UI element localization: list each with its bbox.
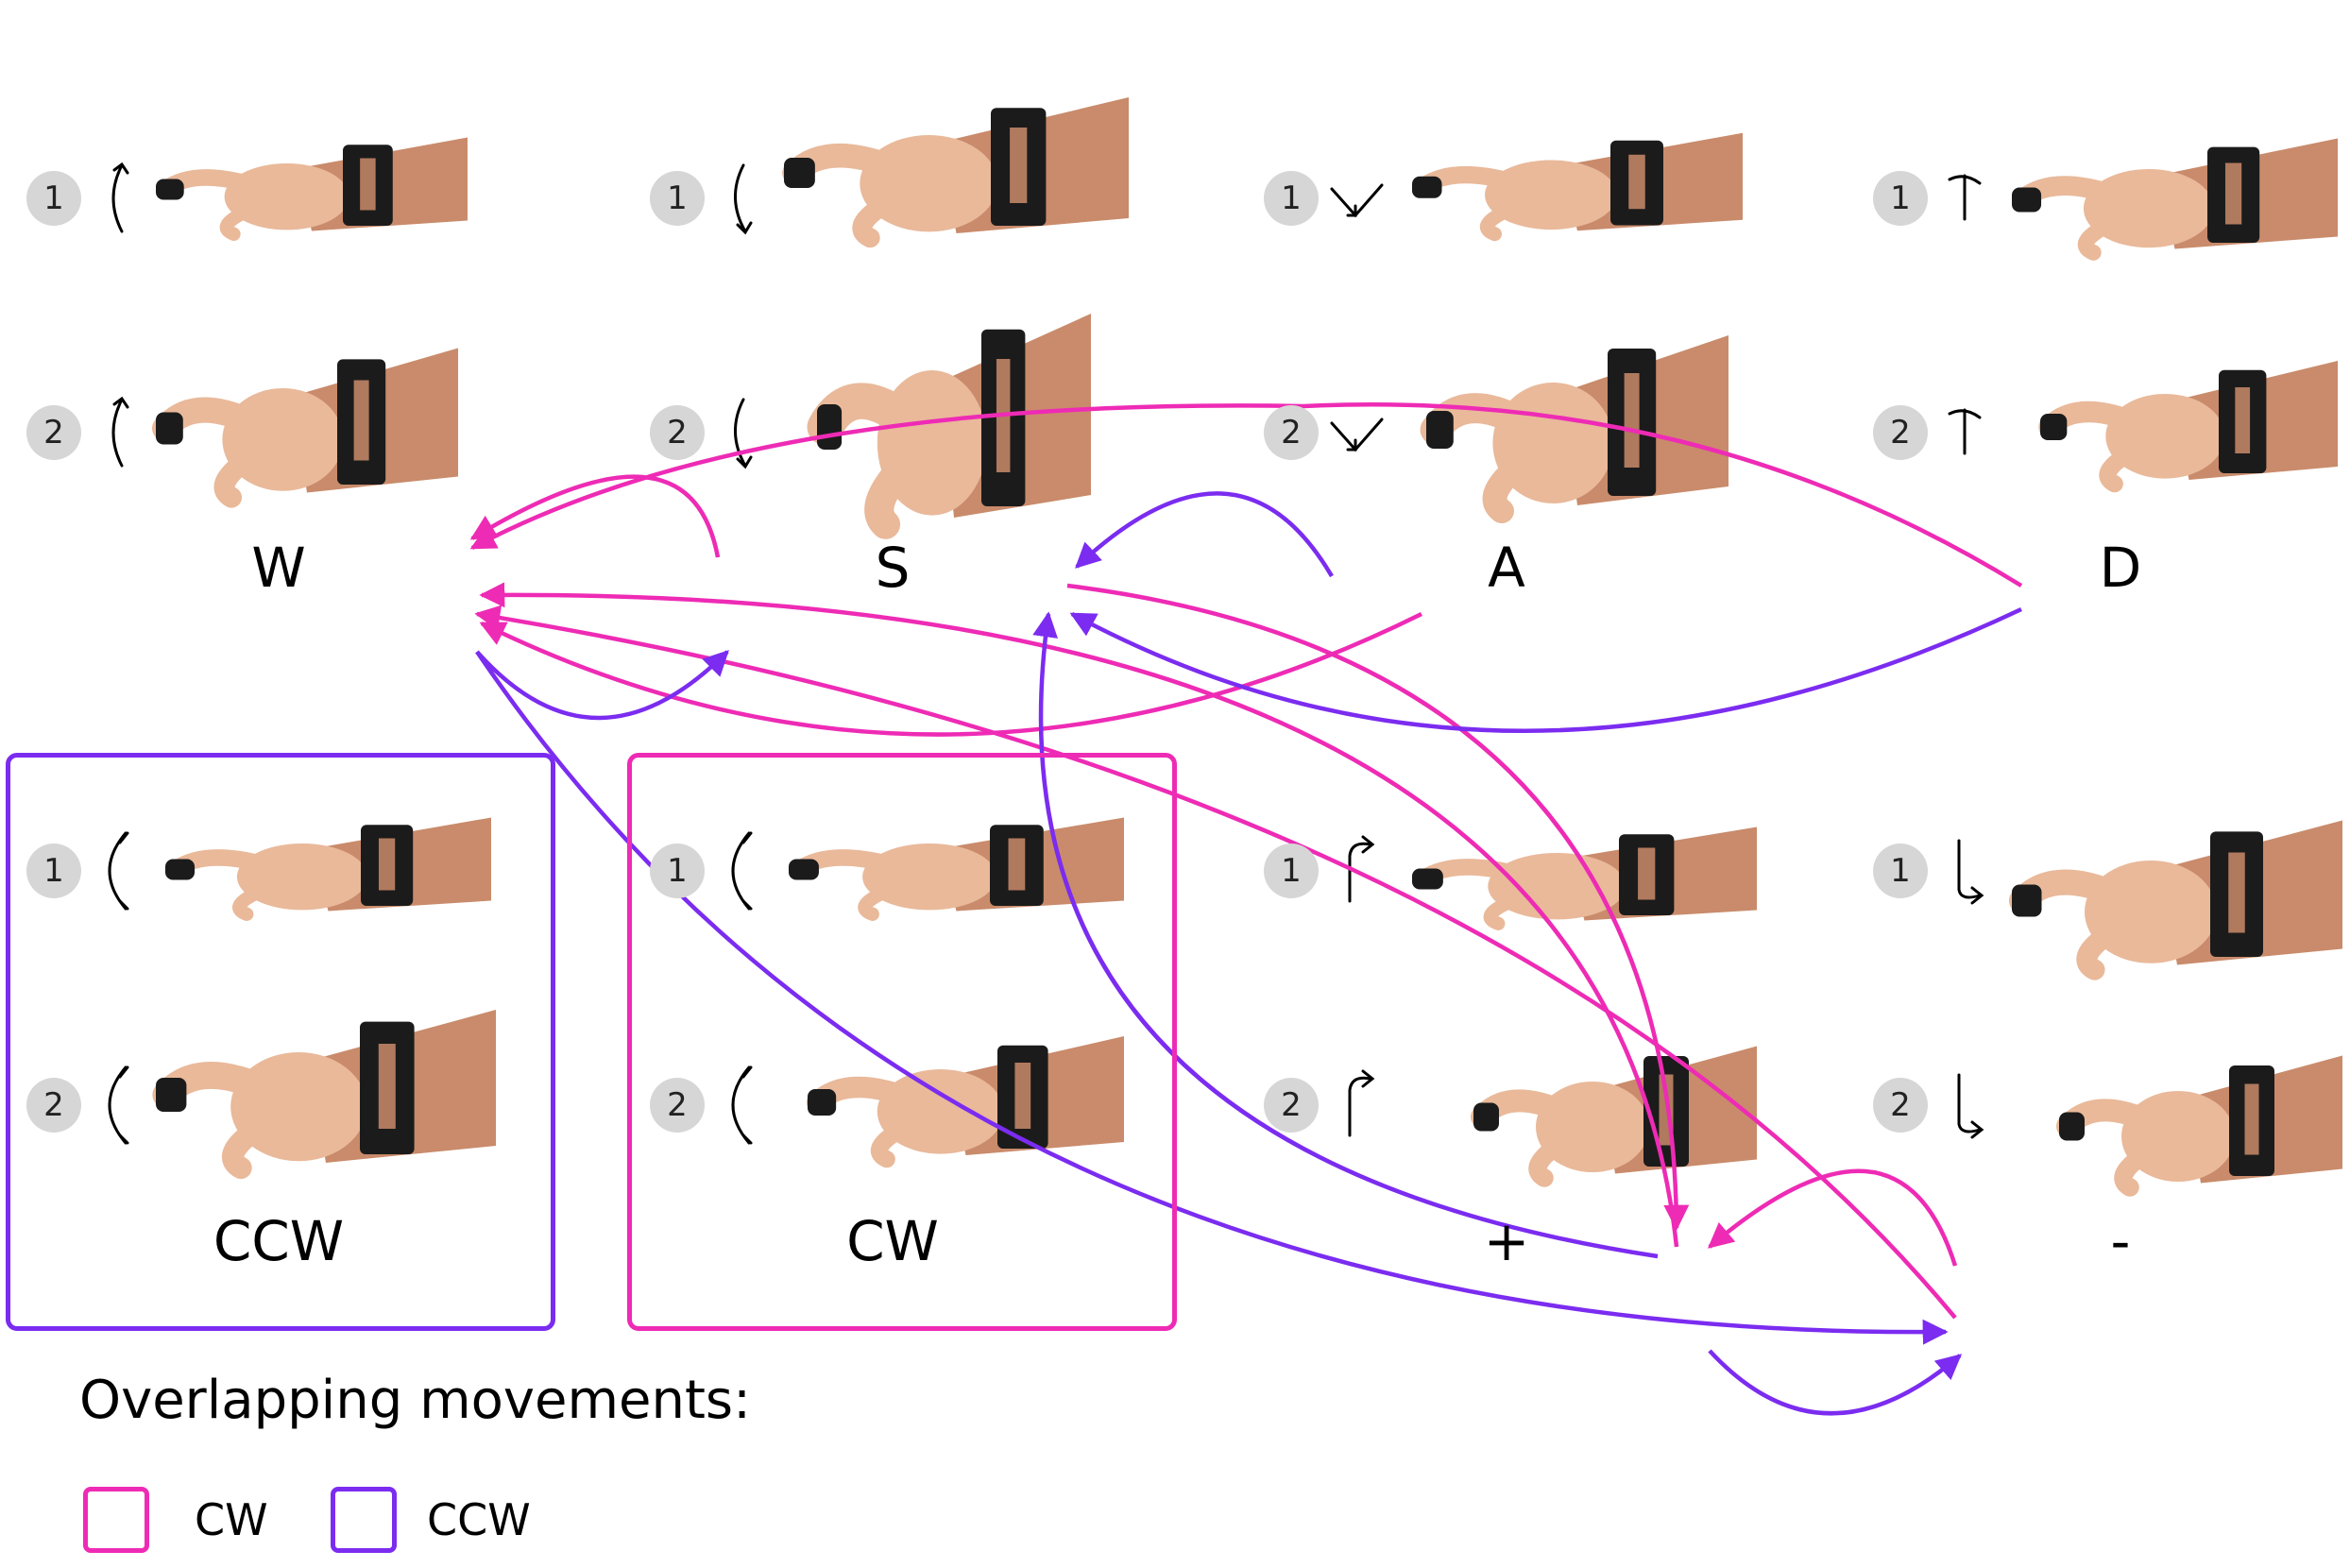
w-hand-photo-2 [152,348,458,508]
overlap-arrow-a-to-w [479,611,1422,737]
overlap-arrow-w-to-s [475,650,729,721]
gesture-label-s: S [875,536,911,600]
ccw-step-1-badge: 1 [26,844,81,898]
overlap-arrow-d-to-w [469,402,2023,588]
cw-hand-photo-1 [789,817,1124,921]
plus-step-1-badge: 1 [1264,844,1319,898]
s-step-1-badge: 1 [650,171,705,226]
a-hand-photo-1 [1412,132,1743,242]
a-arrow-down-left-icon-2 [1330,418,1384,452]
minus-step-2-badge: 2 [1873,1078,1928,1133]
overlap-arrow-plus-to-s [1032,611,1659,1259]
minus-hand-photo-2 [2056,1055,2342,1197]
overlap-arrows-layer [469,402,2023,1416]
s-hand-photo-1 [782,97,1129,248]
legend-swatch-cw [83,1487,149,1553]
plus-hand-photo-1 [1412,827,1757,930]
d-step-2-badge: 2 [1873,405,1928,460]
d-hand-photo-1 [2011,138,2338,261]
gesture-label-cw: CW [846,1209,939,1273]
plus-hand-photo-2 [1471,1046,1757,1187]
plus-hook-arrow-right-up-icon-2 [1348,1069,1375,1137]
gesture-label-a: A [1488,536,1525,600]
overlap-arrow-minus-to-w [474,605,1957,1320]
s-step-2-badge: 2 [650,405,705,460]
ccw-group-box [6,753,555,1331]
minus-hook-arrow-down-right-icon-1 [1957,839,1984,905]
gesture-label-d: D [2099,536,2142,600]
ccw-rotate-ccw-icon-1 [108,831,129,911]
legend-swatch-ccw [331,1487,397,1553]
w-step-2-badge: 2 [26,405,81,460]
w-curved-arrow-up-icon-1 [111,162,129,233]
cw-rotate-cw-icon-1 [731,831,753,911]
gesture-label-plus: + [1483,1209,1530,1273]
ccw-hand-photo-1 [165,817,491,921]
plus-hook-arrow-right-up-icon-1 [1348,835,1375,903]
d-step-1-badge: 1 [1873,171,1928,226]
hand-photos-layer [108,97,2342,1197]
gesture-label-w: W [251,536,306,600]
overlap-arrow-plus-to-w [479,582,1679,1248]
a-step-1-badge: 1 [1264,171,1319,226]
d-arrow-up-icon-2 [1948,408,1982,455]
ccw-hand-photo-2 [152,1010,496,1180]
minus-hook-arrow-down-right-icon-2 [1957,1073,1984,1139]
d-arrow-up-icon-1 [1948,174,1982,221]
ccw-rotate-ccw-icon-2 [108,1065,129,1145]
d-hand-photo-2 [2038,361,2338,493]
cw-step-2-badge: 2 [650,1078,705,1133]
s-curved-arrow-down-icon-2 [734,398,753,469]
minus-hand-photo-1 [2008,820,2342,980]
s-hand-photo-2 [807,314,1091,539]
s-curved-arrow-down-icon-1 [734,163,753,235]
overlap-arrow-d-to-s [1069,606,2022,733]
cw-group-box [627,753,1177,1331]
overlap-arrow-s-to-w [469,474,721,558]
minus-step-1-badge: 1 [1873,844,1928,898]
a-arrow-down-left-icon-1 [1330,183,1384,218]
overlap-arrow-plus-to-minus [1708,1349,1963,1416]
w-curved-arrow-up-icon-2 [111,396,129,468]
ccw-step-2-badge: 2 [26,1078,81,1133]
overlap-arrow-minus-to-plus [1707,1168,1958,1267]
overlap-arrow-s-to-plus [1066,583,1690,1231]
a-hand-photo-2 [1420,335,1728,523]
plus-step-2-badge: 2 [1264,1078,1319,1133]
cw-rotate-cw-icon-2 [731,1065,753,1145]
legend-label-cw: CW [195,1494,268,1545]
gesture-label-ccw: CCW [213,1209,345,1273]
legend-title: Overlapping movements: [79,1370,751,1431]
a-step-2-badge: 2 [1264,405,1319,460]
legend-label-ccw: CCW [427,1494,531,1545]
cw-step-1-badge: 1 [650,844,705,898]
gesture-label-minus: - [2110,1209,2131,1273]
overlap-arrow-a-to-s [1075,491,1334,578]
w-step-1-badge: 1 [26,171,81,226]
w-hand-photo-1 [156,137,468,241]
